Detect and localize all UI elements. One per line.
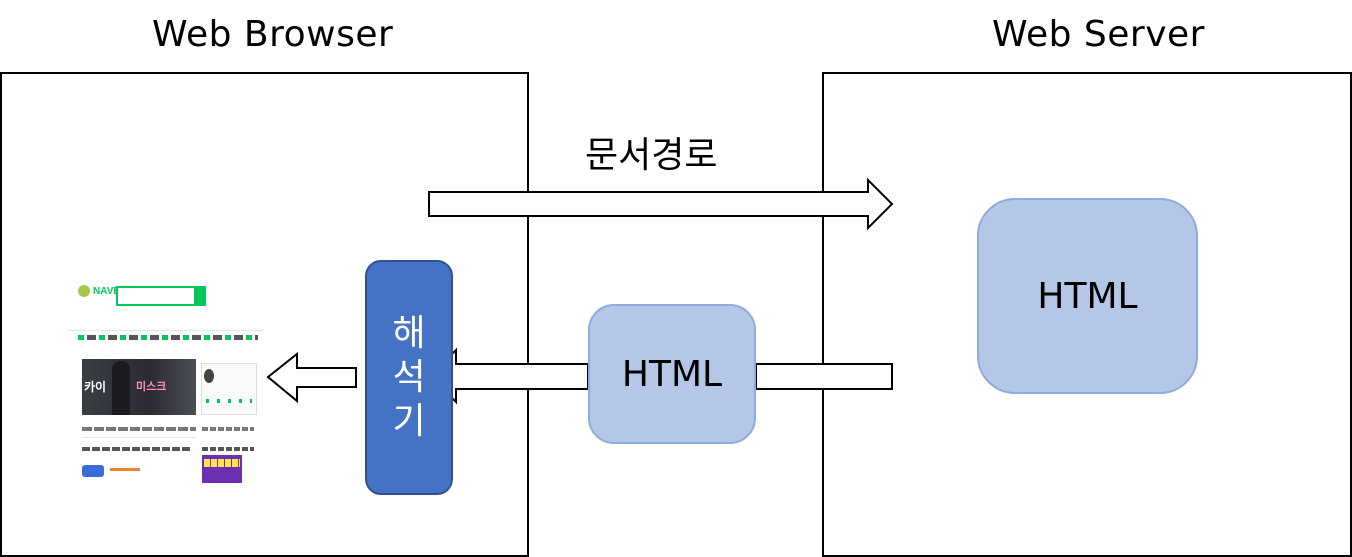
thumb-search-button [196, 286, 206, 306]
thumb-profile-avatar [204, 369, 214, 383]
thumb-info-line-side [202, 427, 254, 431]
server-title: Web Server [992, 14, 1205, 55]
thumb-nav-menu [78, 335, 258, 340]
thumb-side-header [202, 447, 254, 451]
rendered-page-thumbnail: NAVER 카이 미스크 [68, 275, 264, 487]
request-arrow [428, 177, 894, 231]
thumb-search-input [116, 286, 196, 306]
interpreter-char: 석 [392, 356, 426, 398]
browser-title: Web Browser [152, 14, 394, 55]
naver-logo-text: NAVER [93, 285, 128, 297]
thumb-profile-shortcuts [206, 399, 252, 403]
thumb-nav-divider [68, 330, 264, 331]
response-arrow-tail [755, 363, 893, 390]
thumb-side-ad-text [204, 459, 240, 467]
server-html-box: HTML [977, 198, 1198, 394]
thumb-banner-person [112, 361, 130, 415]
naver-logo-icon [78, 285, 90, 297]
thumb-info-line [82, 427, 196, 431]
thumb-banner [82, 359, 196, 415]
render-arrow [266, 351, 357, 404]
interpreter-box: 해 석 기 [365, 260, 453, 495]
request-path-label: 문서경로 [585, 135, 718, 176]
response-arrow-head [428, 347, 589, 405]
thumb-news-text [110, 468, 140, 471]
thumb-banner-text-1: 카이 [84, 380, 107, 394]
interpreter-char: 해 [392, 312, 426, 354]
thumb-news-button [82, 465, 104, 477]
thumb-section-divider [82, 437, 196, 438]
interpreter-char: 기 [392, 400, 426, 442]
thumb-news-header [82, 447, 192, 451]
naver-logo: NAVER [78, 285, 127, 297]
thumb-banner-text-2: 미스크 [136, 381, 167, 393]
response-html-box: HTML [588, 304, 756, 444]
